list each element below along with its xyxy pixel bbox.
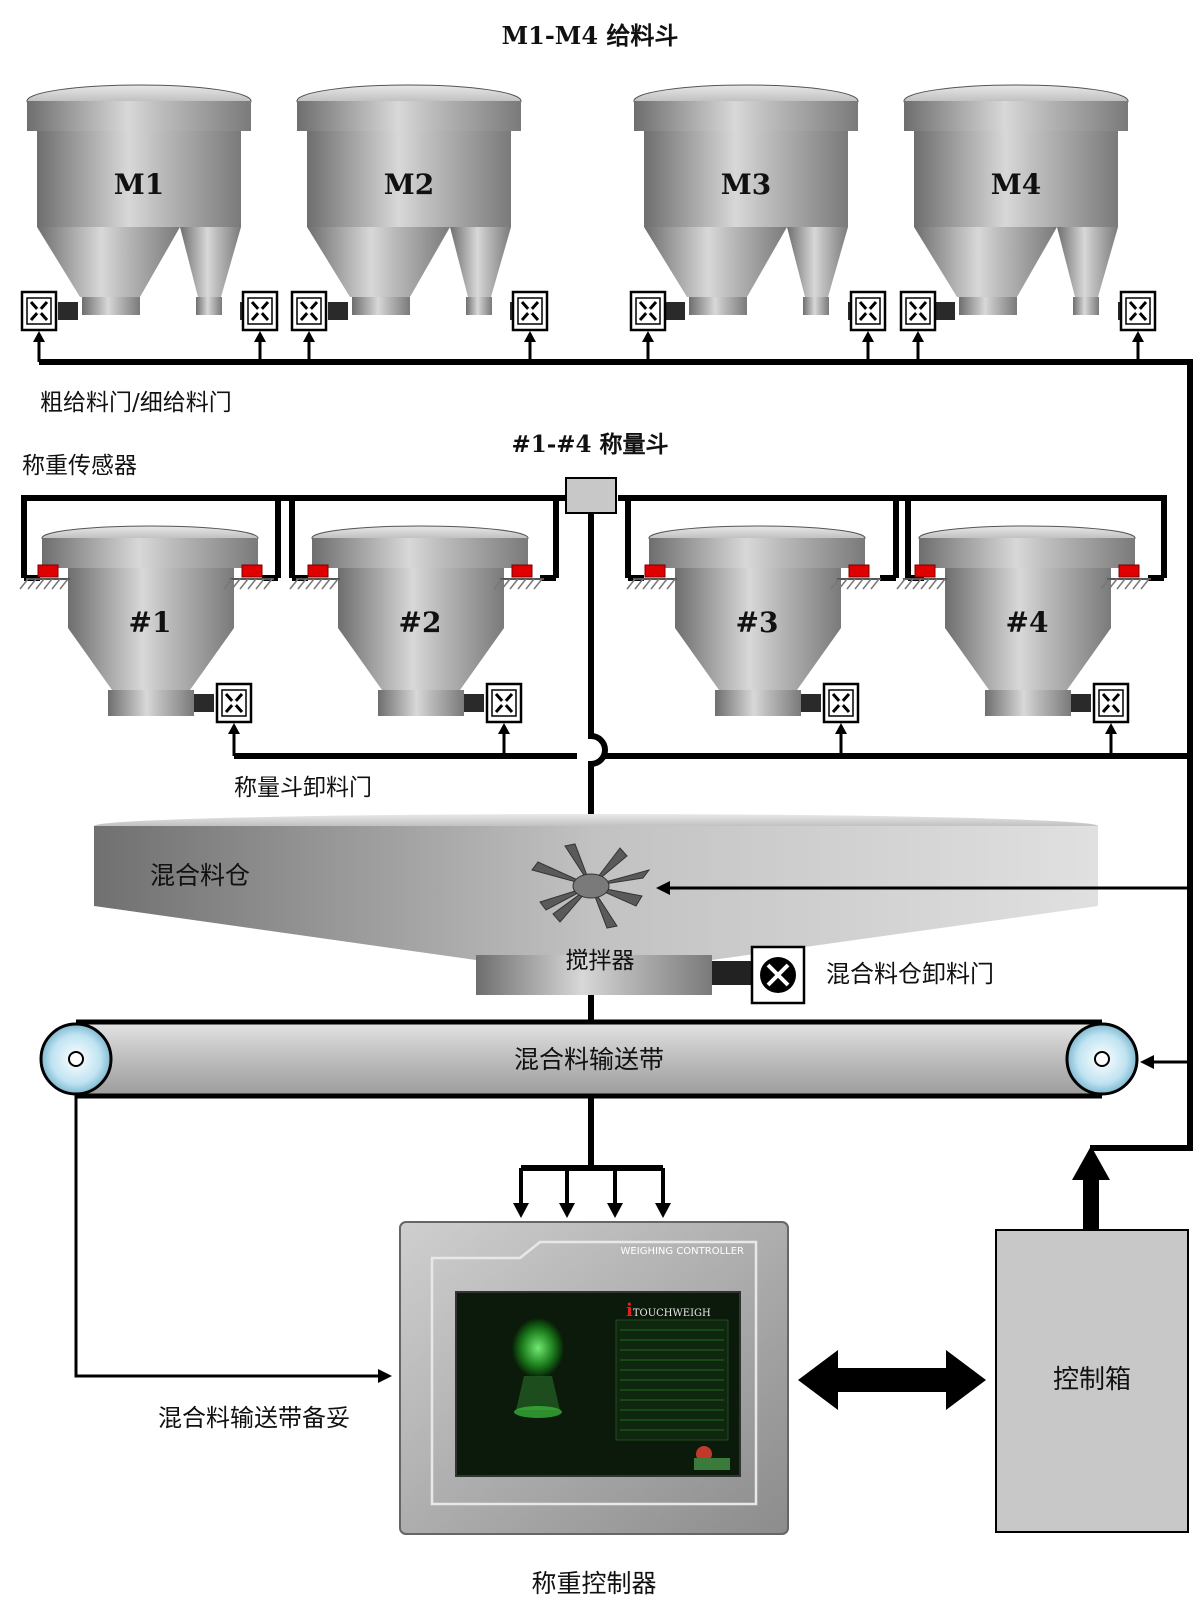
agitator: 搅拌器 (531, 843, 651, 974)
feed-hopper-m2: M2 (296, 84, 522, 315)
weigh-hopper-1: #1 (41, 525, 259, 716)
load-cell-caption: 称重传感器 (22, 453, 137, 479)
controller-input-bus (513, 1096, 671, 1218)
mixing-bin-discharge-gate (712, 945, 806, 1005)
junction-box (565, 477, 617, 514)
controller-brand-i: i (626, 1300, 633, 1321)
feed-hopper-m4: M4 (903, 84, 1129, 315)
weigh-hopper-label: #4 (1006, 606, 1049, 639)
weigh-gate-signal-bus (228, 723, 1190, 759)
mix-conveyor: 混合料输送带 (39, 1019, 1139, 1099)
weigh-hopper-2: #2 (311, 525, 529, 716)
comm-double-arrow (798, 1350, 986, 1410)
control-box-label: 控制箱 (1053, 1365, 1131, 1395)
weigh-hopper-label: #1 (129, 606, 172, 639)
weighing-controller: WEIGHING CONTROLLER iTOUCHWEIGH (399, 1221, 789, 1535)
controller-caption: 称重控制器 (531, 1569, 656, 1598)
conveyor-ready-signal (74, 1094, 392, 1383)
mixing-bin: 混合料仓 (94, 814, 1098, 995)
weigh-hopper-title: #1-#4 称量斗 (511, 431, 668, 458)
control-box: 控制箱 (995, 1229, 1189, 1533)
controller-header: WEIGHING CONTROLLER (621, 1246, 745, 1257)
conveyor-ready-caption: 混合料输送带备妥 (158, 1404, 350, 1432)
mixing-bin-gate-caption: 混合料仓卸料门 (826, 960, 994, 988)
weigh-hopper-label: #2 (399, 606, 442, 639)
weigh-discharge-caption: 称量斗卸料门 (234, 775, 372, 801)
agitator-label: 搅拌器 (566, 948, 635, 974)
feed-gate-caption: 粗给料门/细给料门 (40, 390, 232, 416)
hopper-label: M3 (721, 168, 771, 201)
conveyor-signal (1140, 1055, 1190, 1069)
weigh-hopper-3: #3 (648, 525, 866, 716)
feed-hopper-m1: M1 (26, 84, 252, 315)
weigh-hopper-4: #4 (918, 525, 1136, 716)
mixing-bin-label: 混合料仓 (150, 861, 250, 890)
hopper-label: M2 (384, 168, 434, 201)
control-box-output (1072, 1146, 1110, 1230)
weigh-hopper-label: #3 (736, 606, 779, 639)
agitator-signal (656, 881, 1190, 895)
hopper-label: M1 (114, 168, 164, 201)
diagram-title: M1-M4 给料斗 (502, 21, 679, 50)
svg-text:iTOUCHWEIGH: iTOUCHWEIGH (626, 1300, 711, 1321)
feed-hopper-m3: M3 (633, 84, 859, 315)
controller-brand: TOUCHWEIGH (633, 1308, 711, 1319)
conveyor-label: 混合料输送带 (514, 1045, 664, 1074)
hopper-label: M4 (991, 168, 1041, 201)
